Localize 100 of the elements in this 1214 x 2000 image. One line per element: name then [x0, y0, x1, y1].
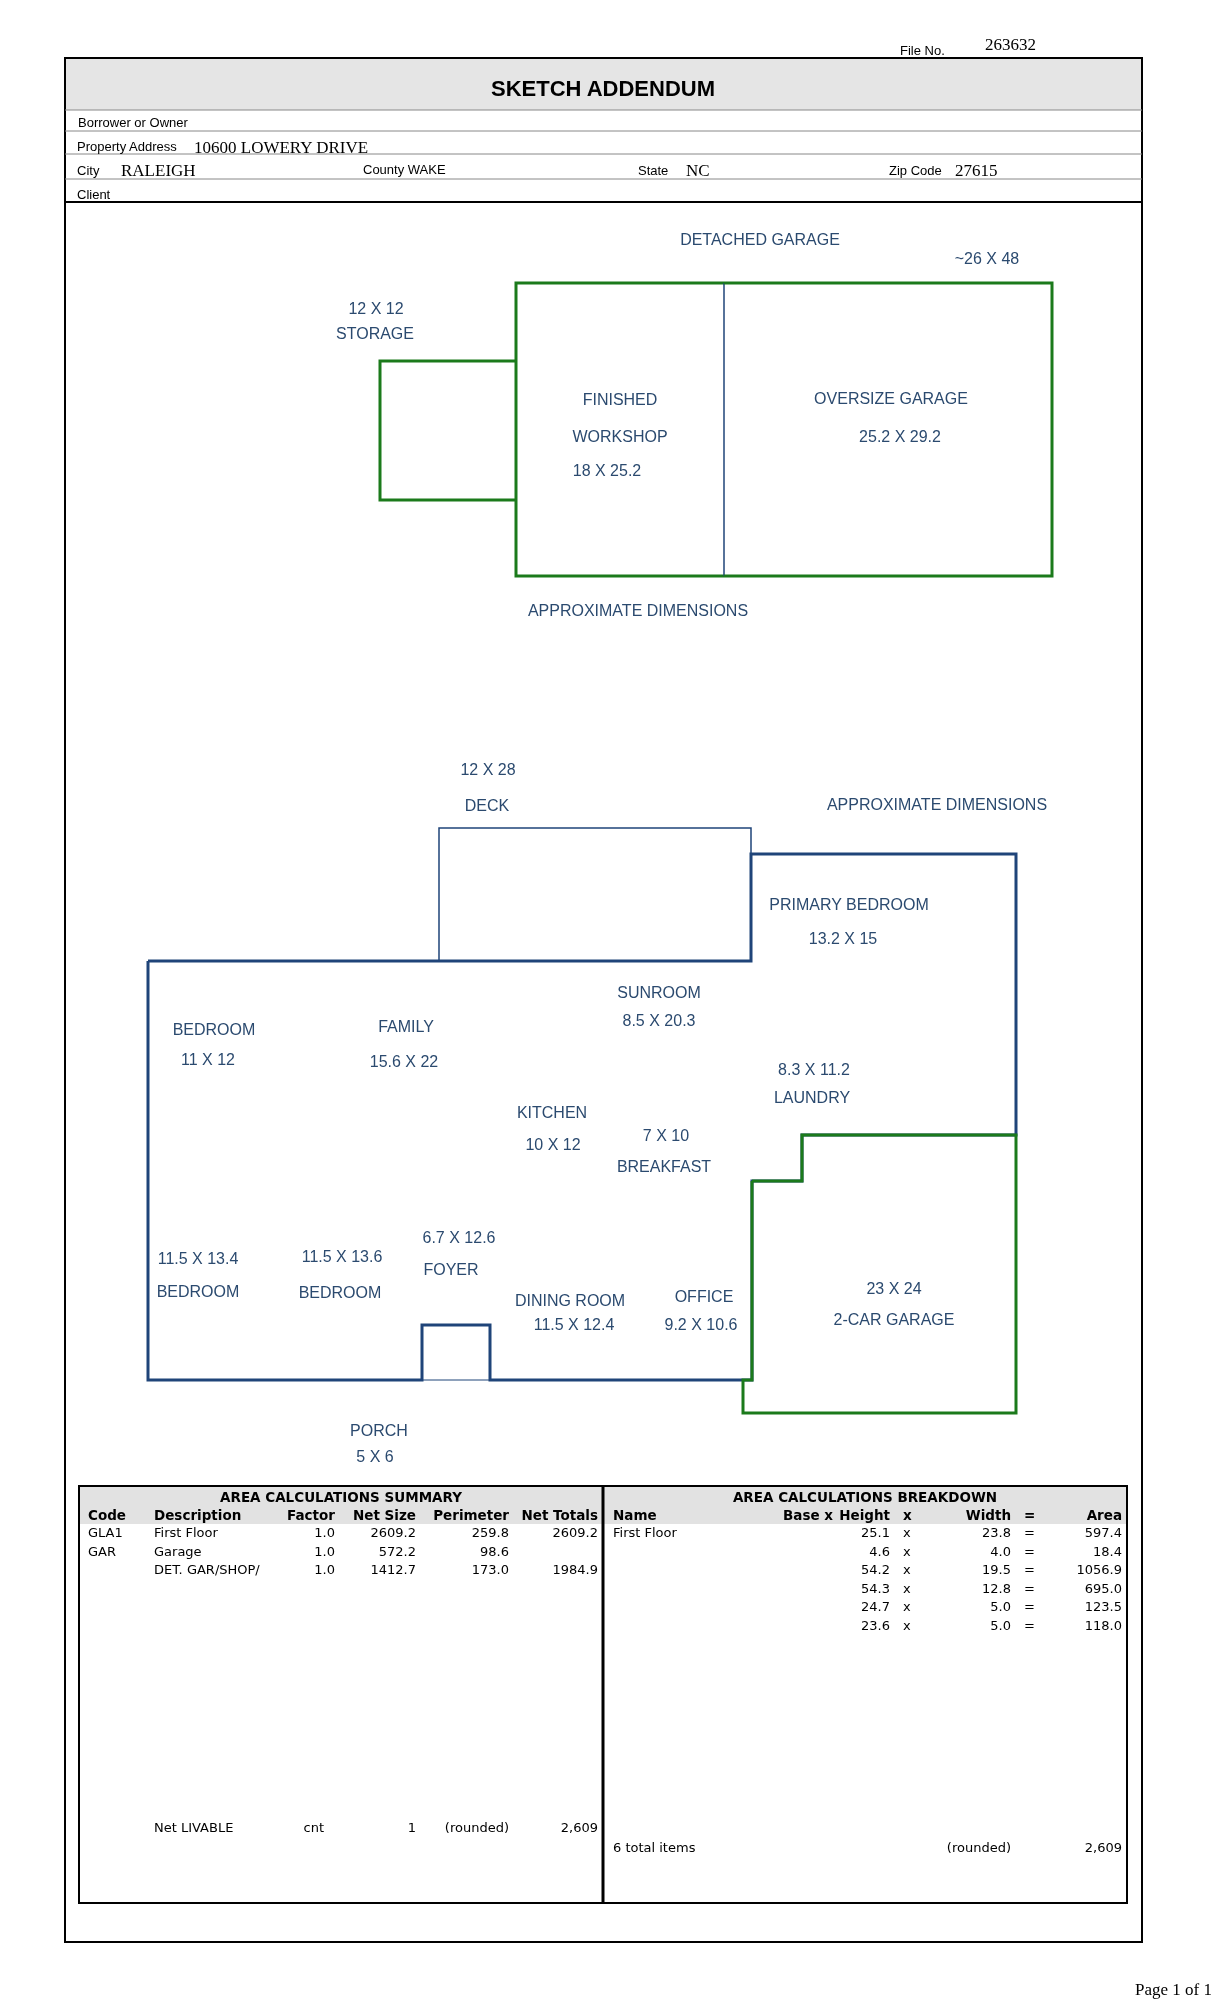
table-cell: 173.0	[471, 1561, 509, 1577]
plan-note: ~26 X 48	[954, 250, 1020, 268]
table-cell: (rounded)	[444, 1819, 509, 1835]
room-label: LAUNDRY	[773, 1089, 851, 1107]
table-cell: First Floor	[154, 1524, 218, 1540]
table-header: Name	[613, 1507, 657, 1523]
form-field-label: Borrower or Owner	[78, 114, 188, 130]
room-label: 23 X 24	[866, 1280, 922, 1298]
room-label: 10 X 12	[525, 1136, 581, 1154]
table-cell: 1.0	[314, 1543, 335, 1559]
room-label: KITCHEN	[516, 1104, 588, 1122]
table-cell: 123.5	[1084, 1598, 1122, 1614]
table-cell: 572.2	[378, 1543, 416, 1559]
table-cell: 5.0	[990, 1598, 1011, 1614]
table-cell: 23.6	[861, 1617, 890, 1633]
table-cell: 1.0	[314, 1524, 335, 1540]
room-label: DECK	[464, 797, 510, 815]
room-label: 5 X 6	[356, 1448, 394, 1466]
table-cell: cnt	[303, 1819, 324, 1835]
room-label: BEDROOM	[172, 1021, 256, 1039]
form-field-value: 263632	[985, 35, 1036, 55]
table-cell: 695.0	[1084, 1580, 1122, 1596]
room-label: FOYER	[423, 1261, 479, 1279]
table-header: Description	[154, 1507, 242, 1523]
room-label: DINING ROOM	[514, 1292, 626, 1310]
table-header: Area	[1086, 1507, 1122, 1523]
table-cell: =	[1024, 1580, 1035, 1596]
table-cell: 2609.2	[552, 1524, 598, 1540]
table-cell: Net LIVABLE	[154, 1819, 234, 1835]
table-cell: x	[903, 1617, 911, 1633]
table-cell: 54.3	[861, 1580, 890, 1596]
room-label: 18 X 25.2	[572, 462, 642, 480]
room-outline	[724, 283, 1052, 576]
room-label: 8.5 X 20.3	[622, 1012, 696, 1030]
room-label: 15.6 X 22	[369, 1053, 439, 1071]
table-header: x	[903, 1507, 912, 1523]
room-label: 2-CAR GARAGE	[833, 1311, 955, 1329]
form-field-value: RALEIGH	[121, 161, 196, 181]
table-cell: 98.6	[480, 1543, 509, 1559]
table-cell: GLA1	[88, 1524, 123, 1540]
page-number: Page 1 of 1	[1135, 1980, 1212, 2000]
table-cell: =	[1024, 1617, 1035, 1633]
room-label: 13.2 X 15	[808, 930, 878, 948]
form-field-label: File No.	[900, 42, 945, 58]
table-cell: x	[903, 1561, 911, 1577]
table-cell: x	[903, 1524, 911, 1540]
table-cell: x	[903, 1580, 911, 1596]
plan-note: APPROXIMATE DIMENSIONS	[826, 796, 1048, 814]
room-label: 12 X 12	[348, 300, 404, 318]
table-cell: Garage	[154, 1543, 202, 1559]
room-label: PORCH	[350, 1422, 408, 1440]
room-label: FAMILY	[378, 1018, 434, 1036]
form-field-label: Property Address	[77, 138, 177, 154]
table-cell: 2,609	[560, 1819, 598, 1835]
room-label: 6.7 X 12.6	[422, 1229, 496, 1247]
table-cell: =	[1024, 1524, 1035, 1540]
table-cell: 5.0	[990, 1617, 1011, 1633]
table-header: AREA CALCULATIONS BREAKDOWN	[732, 1489, 998, 1505]
room-label: FINISHED WORKSHOP	[571, 390, 669, 447]
form-field-label: State	[638, 162, 669, 178]
table-cell: 4.0	[990, 1543, 1011, 1559]
form-field-label: County WAKE	[363, 161, 446, 177]
table-cell: =	[1024, 1543, 1035, 1559]
table-cell: DET. GAR/SHOP/	[154, 1561, 260, 1577]
room-label: 11.5 X 13.4	[157, 1250, 239, 1268]
table-cell: First Floor	[613, 1524, 677, 1540]
room-label: BEDROOM	[156, 1283, 240, 1301]
table-header: Net Size	[353, 1507, 416, 1523]
room-label: SUNROOM	[617, 984, 701, 1002]
table-cell: 24.7	[861, 1598, 890, 1614]
table-cell: 19.5	[982, 1561, 1011, 1577]
table-header: Width	[965, 1507, 1011, 1523]
room-outline	[743, 1135, 1016, 1413]
page-title: SKETCH ADDENDUM	[490, 76, 716, 102]
table-header: Height	[839, 1507, 890, 1523]
form-field-value: 27615	[955, 161, 998, 181]
room-label: BEDROOM	[298, 1284, 382, 1302]
table-header: AREA CALCULATIONS SUMMARY	[220, 1489, 462, 1505]
form-field-value: 10600 LOWERY DRIVE	[194, 138, 369, 158]
table-cell: 23.8	[982, 1524, 1011, 1540]
table-cell: x	[903, 1598, 911, 1614]
table-cell: 259.8	[471, 1524, 509, 1540]
table-cell: 2,609	[1084, 1839, 1122, 1855]
table-cell: 2609.2	[370, 1524, 416, 1540]
room-label: BREAKFAST	[616, 1158, 712, 1176]
table-cell: 597.4	[1084, 1524, 1122, 1540]
table-header: Perimeter	[433, 1507, 509, 1523]
table-header: Factor	[287, 1507, 335, 1523]
table-header: =	[1024, 1507, 1036, 1523]
room-label: OVERSIZE GARAGE	[814, 390, 968, 408]
room-label: 25.2 X 29.2	[859, 428, 941, 446]
table-header: Base x	[783, 1507, 833, 1523]
table-cell: x	[903, 1543, 911, 1559]
table-cell: 1412.7	[370, 1561, 416, 1577]
plan-note: APPROXIMATE DIMENSIONS	[527, 602, 749, 620]
room-label: 12 X 28	[460, 761, 516, 779]
table-cell: 54.2	[861, 1561, 890, 1577]
table-cell: =	[1024, 1598, 1035, 1614]
table-cell: =	[1024, 1561, 1035, 1577]
table-cell: 12.8	[982, 1580, 1011, 1596]
